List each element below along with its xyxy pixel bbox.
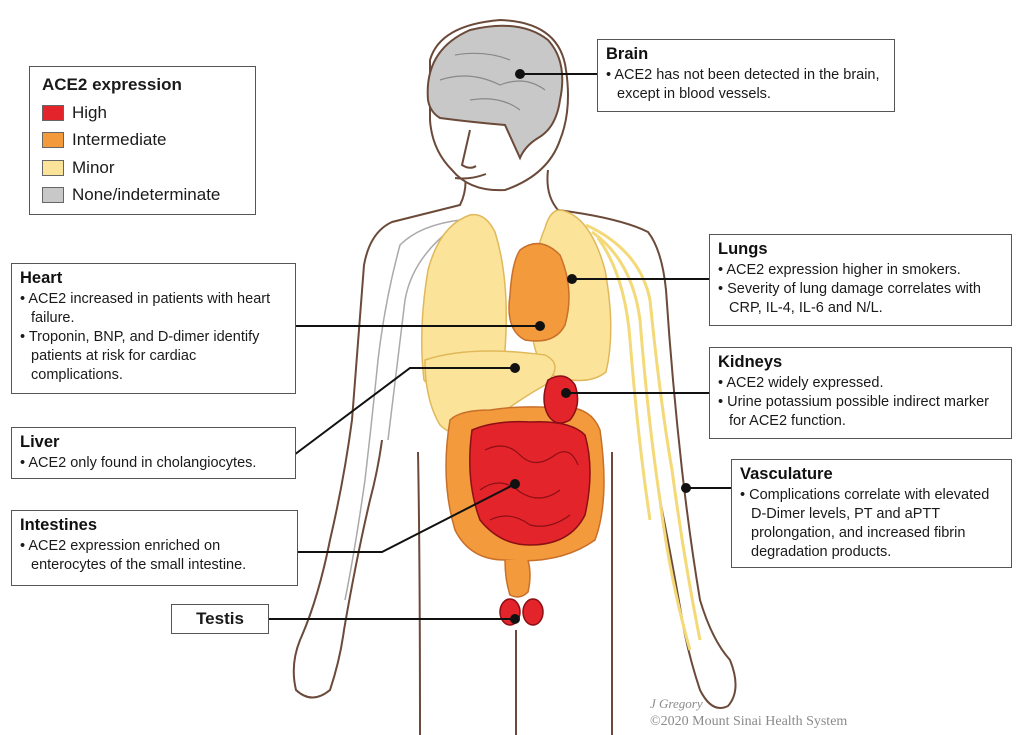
brain-note: ACE2 has not been detected in the brain,…	[606, 66, 886, 104]
heart-callout: Heart ACE2 increased in patients with he…	[11, 263, 296, 394]
author-credit: J Gregory	[650, 696, 703, 711]
head	[426, 18, 569, 192]
liver-callout: Liver ACE2 only found in cholangiocytes.	[11, 427, 296, 479]
testis-shape	[499, 598, 544, 626]
body-outline	[292, 159, 737, 735]
intestines-callout: Intestines ACE2 expression enriched on e…	[11, 510, 298, 586]
liver-note: ACE2 only found in cholangiocytes.	[20, 454, 287, 473]
rectum	[504, 559, 531, 598]
kidneys-note: Urine potassium possible indirect marker…	[718, 393, 1003, 431]
kidneys	[543, 375, 579, 424]
intestines-note: ACE2 expression enriched on enterocytes …	[20, 537, 289, 575]
legend-item-none: None/indeterminate	[42, 182, 243, 210]
vessels-right-arm	[585, 223, 702, 651]
vasculature-note: Complications correlate with elevated D-…	[740, 486, 1003, 562]
heart-note: ACE2 increased in patients with heart fa…	[20, 290, 287, 328]
vasculature-callout: Vasculature Complications correlate with…	[731, 459, 1012, 568]
vasculature-title: Vasculature	[740, 465, 833, 483]
legend-swatch-none	[42, 187, 64, 204]
heart-title: Heart	[20, 269, 63, 287]
kidneys-title: Kidneys	[718, 353, 783, 371]
legend-item-intermediate: Intermediate	[42, 127, 243, 155]
ace2-legend: ACE2 expression High Intermediate Minor …	[29, 66, 256, 215]
lungs-callout: Lungs ACE2 expression higher in smokers.…	[709, 234, 1012, 326]
legend-title: ACE2 expression	[42, 75, 182, 94]
copyright-credit: ©2020 Mount Sinai Health System	[650, 714, 848, 729]
testis-callout: Testis	[171, 604, 269, 634]
intestines-title: Intestines	[20, 516, 98, 534]
brain-callout: Brain ACE2 has not been detected in the …	[597, 39, 895, 112]
kidneys-note: ACE2 widely expressed.	[718, 374, 1003, 393]
kidneys-callout: Kidneys ACE2 widely expressed. Urine pot…	[709, 347, 1012, 439]
lungs-note: ACE2 expression higher in smokers.	[718, 261, 1003, 280]
lungs-note: Severity of lung damage correlates with …	[718, 280, 1003, 318]
small-intestine	[469, 420, 591, 546]
brain-title: Brain	[606, 45, 649, 63]
legend-label: Minor	[72, 157, 115, 177]
legend-label: Intermediate	[72, 130, 167, 150]
brain-shape	[426, 24, 564, 161]
leader-lines	[268, 73, 732, 620]
legend-label: High	[72, 102, 107, 122]
heart-note: Troponin, BNP, and D-dimer identify pati…	[20, 328, 287, 385]
heart	[508, 242, 570, 342]
legend-label: None/indeterminate	[72, 185, 221, 205]
legend-swatch-high	[42, 104, 64, 121]
liver	[424, 350, 556, 435]
legend-swatch-minor	[42, 159, 64, 176]
leader-dots	[510, 69, 691, 624]
lungs-title: Lungs	[718, 240, 768, 258]
legend-item-minor: Minor	[42, 154, 243, 182]
liver-title: Liver	[20, 433, 60, 451]
legend-swatch-intermediate	[42, 132, 64, 149]
legend-item-high: High	[42, 99, 243, 127]
vessels-left-arm	[344, 219, 461, 601]
